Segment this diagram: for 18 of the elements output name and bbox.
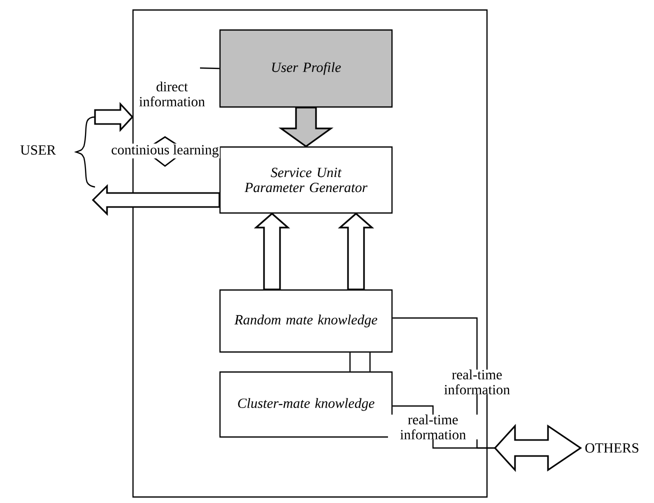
text-label: USER <box>20 145 56 155</box>
text-label: direct information <box>139 82 205 106</box>
block-arrow <box>254 212 290 290</box>
block-arrow <box>338 212 374 290</box>
text-label: OTHERS <box>585 443 638 453</box>
process-box: Cluster-mate knowledge <box>219 371 393 438</box>
annotation: continious learning <box>112 144 219 158</box>
block-arrow <box>278 106 334 148</box>
process-box: Random mate knowledge <box>219 289 393 353</box>
connector-line <box>349 352 351 372</box>
block-arrow <box>94 102 134 132</box>
edge-label: real-time information <box>444 370 510 394</box>
process-box: Service Unit Parameter Generator <box>219 146 393 214</box>
connector-line <box>369 352 371 372</box>
leader-line <box>200 67 220 70</box>
edge-label: real-time information <box>400 414 466 440</box>
block-arrow <box>92 184 220 216</box>
process-box: User Profile <box>219 29 393 108</box>
